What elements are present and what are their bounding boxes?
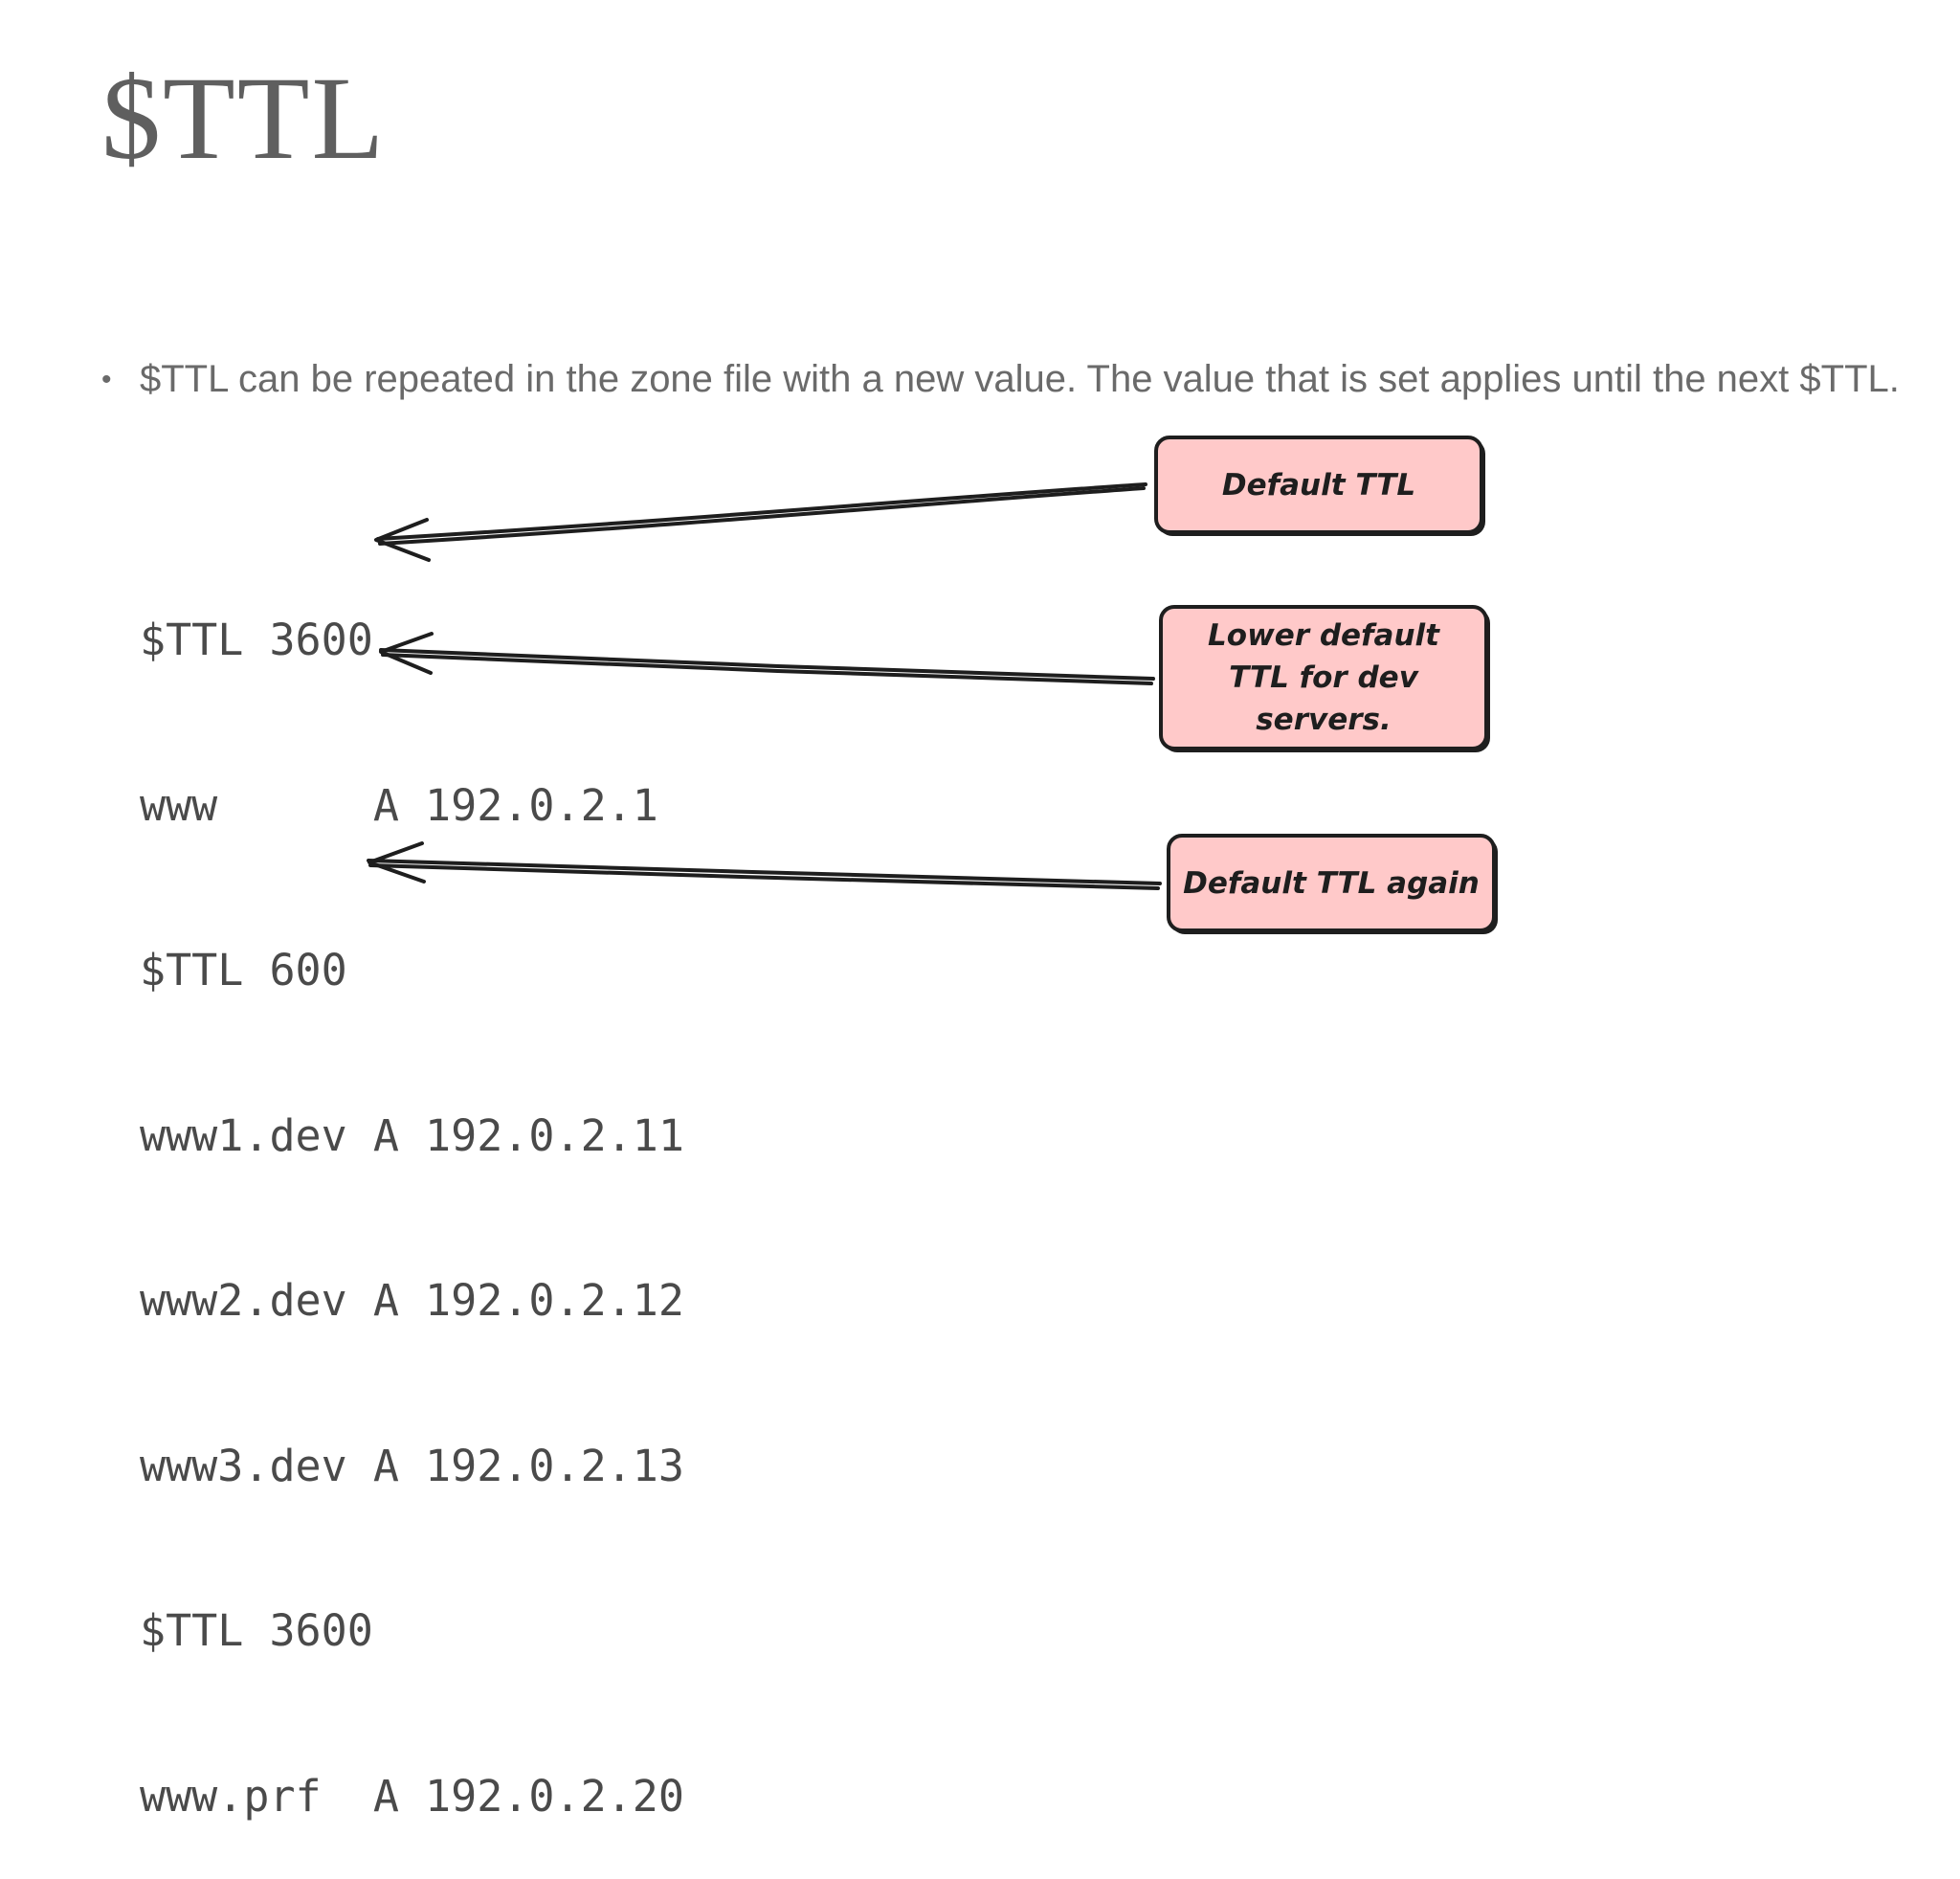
bullet-text: $TTL can be repeated in the zone file wi…: [140, 358, 1900, 400]
bullet-item: • $TTL can be repeated in the zone file …: [101, 352, 1901, 407]
code-line-ttl-3600-again: $TTL 3600: [140, 1605, 373, 1656]
callout-default-ttl: Default TTL: [1154, 436, 1483, 534]
bullet-marker: •: [101, 364, 112, 395]
callout-lower-ttl: Lower default TTL for dev servers.: [1159, 605, 1488, 750]
callout-lower-ttl-text: Lower default TTL for dev servers.: [1208, 618, 1439, 737]
code-line-ttl-3600: $TTL 3600: [140, 615, 373, 665]
code-line-www3-dev: www3.dev A 192.0.2.13: [140, 1440, 684, 1491]
code-line-ttl-600: $TTL 600: [140, 945, 347, 995]
code-line-www-prf: www.prf A 192.0.2.20: [140, 1770, 684, 1822]
callout-default-ttl-again: Default TTL again: [1167, 834, 1496, 932]
code-line-www2-dev: www2.dev A 192.0.2.12: [140, 1275, 684, 1326]
zone-file-code: $TTL 3600 www A 192.0.2.1 $TTL 600 www1.…: [140, 503, 684, 1879]
slide-title: $TTL: [101, 53, 387, 184]
callout-default-ttl-text: Default TTL: [1221, 467, 1416, 503]
callout-default-ttl-again-text: Default TTL again: [1183, 865, 1480, 901]
code-line-www: www A 192.0.2.1: [140, 779, 658, 831]
code-line-www1-dev: www1.dev A 192.0.2.11: [140, 1109, 684, 1161]
